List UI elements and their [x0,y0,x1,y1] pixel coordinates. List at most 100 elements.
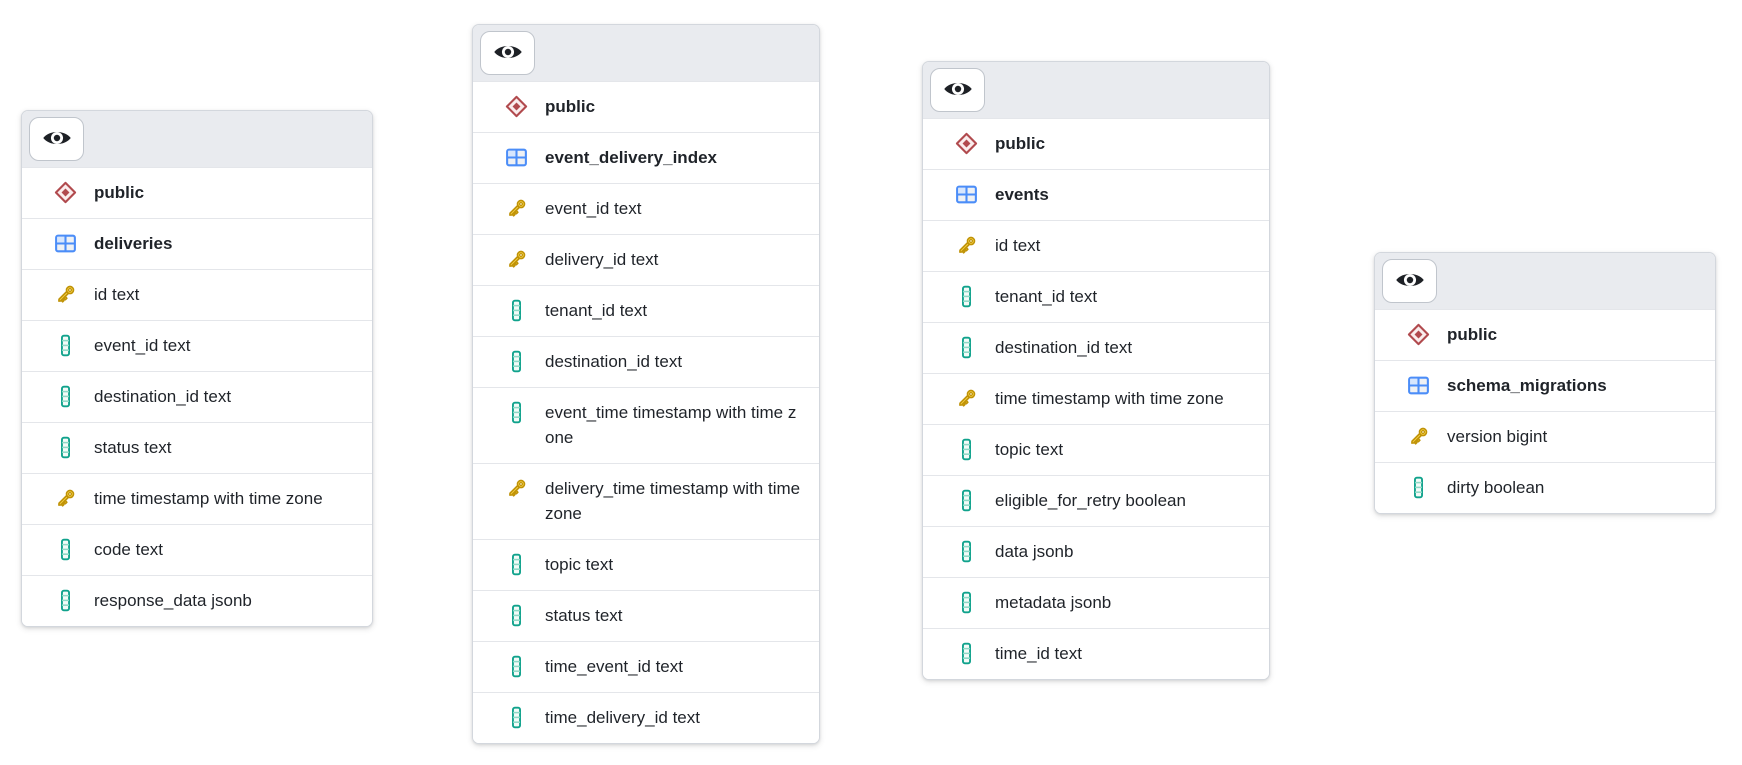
column-type: text [203,387,232,406]
schema-diamond-icon [953,131,979,156]
column-name: time [995,389,1028,408]
column-row[interactable]: status text [473,590,819,641]
column-name: delivery_time [545,479,646,498]
table-name: schema_migrations [1447,376,1607,395]
column-row[interactable]: event_id text [473,183,819,234]
schema-diamond-icon [1405,322,1431,347]
column-icon [503,603,529,628]
column-label: destination_id text [545,349,682,374]
column-name: destination_id [94,387,199,406]
schema-row[interactable]: public [1375,309,1715,360]
column-row[interactable]: id text [22,269,372,320]
schema-row[interactable]: public [473,81,819,132]
column-label: status text [545,603,623,628]
column-name: topic [995,440,1031,459]
visibility-toggle-button[interactable] [1382,259,1437,303]
column-icon [52,588,78,613]
column-type: jsonb [1070,593,1112,612]
column-row[interactable]: event_time timestamp with time zone [473,387,819,463]
column-type: text [654,352,683,371]
column-name: status [545,606,591,625]
column-label: time_id text [995,641,1082,666]
column-row[interactable]: topic text [473,539,819,590]
column-name: eligible_for_retry [995,491,1121,510]
table-card-schema-migrations[interactable]: public schema_migrations version bigint … [1374,252,1716,514]
column-row[interactable]: destination_id text [22,371,372,422]
column-icon [953,641,979,666]
column-icon [503,298,529,323]
column-icon [1405,475,1431,500]
column-type: text [1012,236,1041,255]
column-label: event_time timestamp with time zone [545,400,805,450]
column-name: time_delivery_id [545,708,668,727]
column-row[interactable]: time timestamp with time zone [923,373,1269,424]
column-list: event_id text delivery_id text tenant_id… [473,183,819,743]
schema-row[interactable]: public [22,167,372,218]
column-label: destination_id text [94,384,231,409]
column-label: time_event_id text [545,654,683,679]
column-icon [953,488,979,513]
column-row[interactable]: data jsonb [923,526,1269,577]
primary-key-icon [503,476,529,501]
column-row[interactable]: topic text [923,424,1269,475]
visibility-toggle-button[interactable] [29,117,84,161]
column-name: time_id [995,644,1050,663]
column-row[interactable]: version bigint [1375,411,1715,462]
schema-name: public [545,97,596,116]
column-row[interactable]: eligible_for_retry boolean [923,475,1269,526]
column-type: text [144,438,172,457]
primary-key-icon [503,247,529,272]
column-row[interactable]: time_event_id text [473,641,819,692]
column-type: boolean [1125,491,1186,510]
schema-diamond-icon [52,180,78,205]
column-type: timestamp with time zone [545,479,801,523]
table-card-deliveries[interactable]: public deliveries id text event_id text [21,110,373,627]
column-name: data [995,542,1029,561]
column-row[interactable]: destination_id text [923,322,1269,373]
column-label: time timestamp with time zone [995,386,1224,411]
column-row[interactable]: delivery_id text [473,234,819,285]
column-row[interactable]: delivery_time timestamp with time zone [473,463,819,539]
column-row[interactable]: id text [923,220,1269,271]
column-name: id [94,285,108,304]
column-row[interactable]: status text [22,422,372,473]
table-name-row[interactable]: events [923,169,1269,220]
visibility-toggle-button[interactable] [480,31,535,75]
table-card-event-delivery-index[interactable]: public event_delivery_index event_id tex… [472,24,820,744]
schema-name: public [94,183,145,202]
column-row[interactable]: event_id text [22,320,372,371]
column-row[interactable]: time_delivery_id text [473,692,819,743]
column-row[interactable]: time timestamp with time zone [22,473,372,524]
eye-icon [492,41,524,66]
column-row[interactable]: response_data jsonb [22,575,372,626]
column-icon [52,435,78,460]
schema-name: public [995,134,1046,153]
column-row[interactable]: time_id text [923,628,1269,679]
table-grid-icon [953,182,979,207]
column-label: time_delivery_id text [545,705,700,730]
column-list: version bigint dirty boolean [1375,411,1715,513]
column-row[interactable]: dirty boolean [1375,462,1715,513]
table-name-row[interactable]: schema_migrations [1375,360,1715,411]
column-type: timestamp with time zone [1031,389,1224,408]
schema-row[interactable]: public [923,118,1269,169]
column-row[interactable]: tenant_id text [473,285,819,336]
column-row[interactable]: metadata jsonb [923,577,1269,628]
primary-key-icon [1405,424,1431,449]
column-label: eligible_for_retry boolean [995,488,1186,513]
column-row[interactable]: destination_id text [473,336,819,387]
column-row[interactable]: code text [22,524,372,575]
column-type: text [585,555,614,574]
column-label: delivery_id text [545,247,658,272]
column-type: jsonb [1032,542,1074,561]
column-row[interactable]: tenant_id text [923,271,1269,322]
visibility-toggle-button[interactable] [930,68,985,112]
table-name-row[interactable]: deliveries [22,218,372,269]
column-name: response_data [94,591,207,610]
column-icon [503,349,529,374]
table-name-row[interactable]: event_delivery_index [473,132,819,183]
column-type: bigint [1506,427,1548,446]
column-type: text [631,250,659,269]
table-card-events[interactable]: public events id text tenant_id text [922,61,1270,680]
column-label: dirty boolean [1447,475,1544,500]
